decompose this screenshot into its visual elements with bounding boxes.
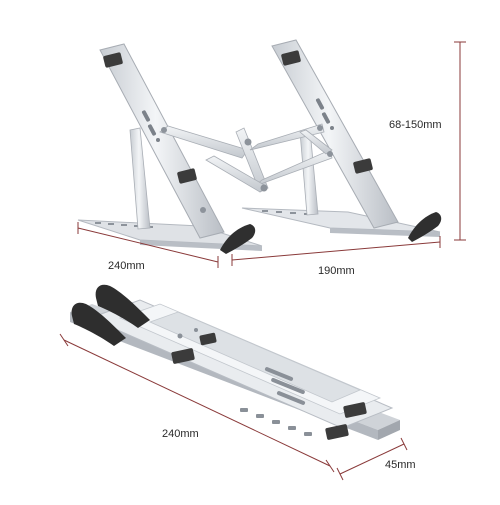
scissor-linkage [159,123,333,193]
left-arm-bottom-pad [177,168,197,184]
height-range-label: 68-150mm [389,119,442,131]
folded-thickness-label: 45mm [385,459,416,471]
left-support-leg [129,127,151,230]
folded-lip-pad-back [95,284,150,328]
folded-length-label: 240mm [162,428,199,440]
left-tilt-arm [99,43,225,239]
right-arm-bottom-pad [353,158,373,174]
right-arm-top-pad [281,50,301,66]
open-depth-label: 240mm [108,260,145,272]
open-laptop-stand [77,39,442,254]
folded-lip-pad-front [71,302,126,346]
folded-pad-3 [343,402,367,418]
folded-pad-2 [199,332,217,346]
folded-laptop-stand [70,284,400,440]
dimension-lines [59,41,466,481]
folded-pad-4 [325,424,349,440]
left-front-lip-pad [220,224,256,254]
left-arm-top-pad [103,52,123,68]
right-tilt-arm [271,39,399,229]
right-base-plate [241,207,441,237]
right-front-lip-pad [408,212,442,242]
open-width-label: 190mm [318,265,355,277]
folded-pad-1 [171,348,195,364]
folded-slots [177,328,312,436]
